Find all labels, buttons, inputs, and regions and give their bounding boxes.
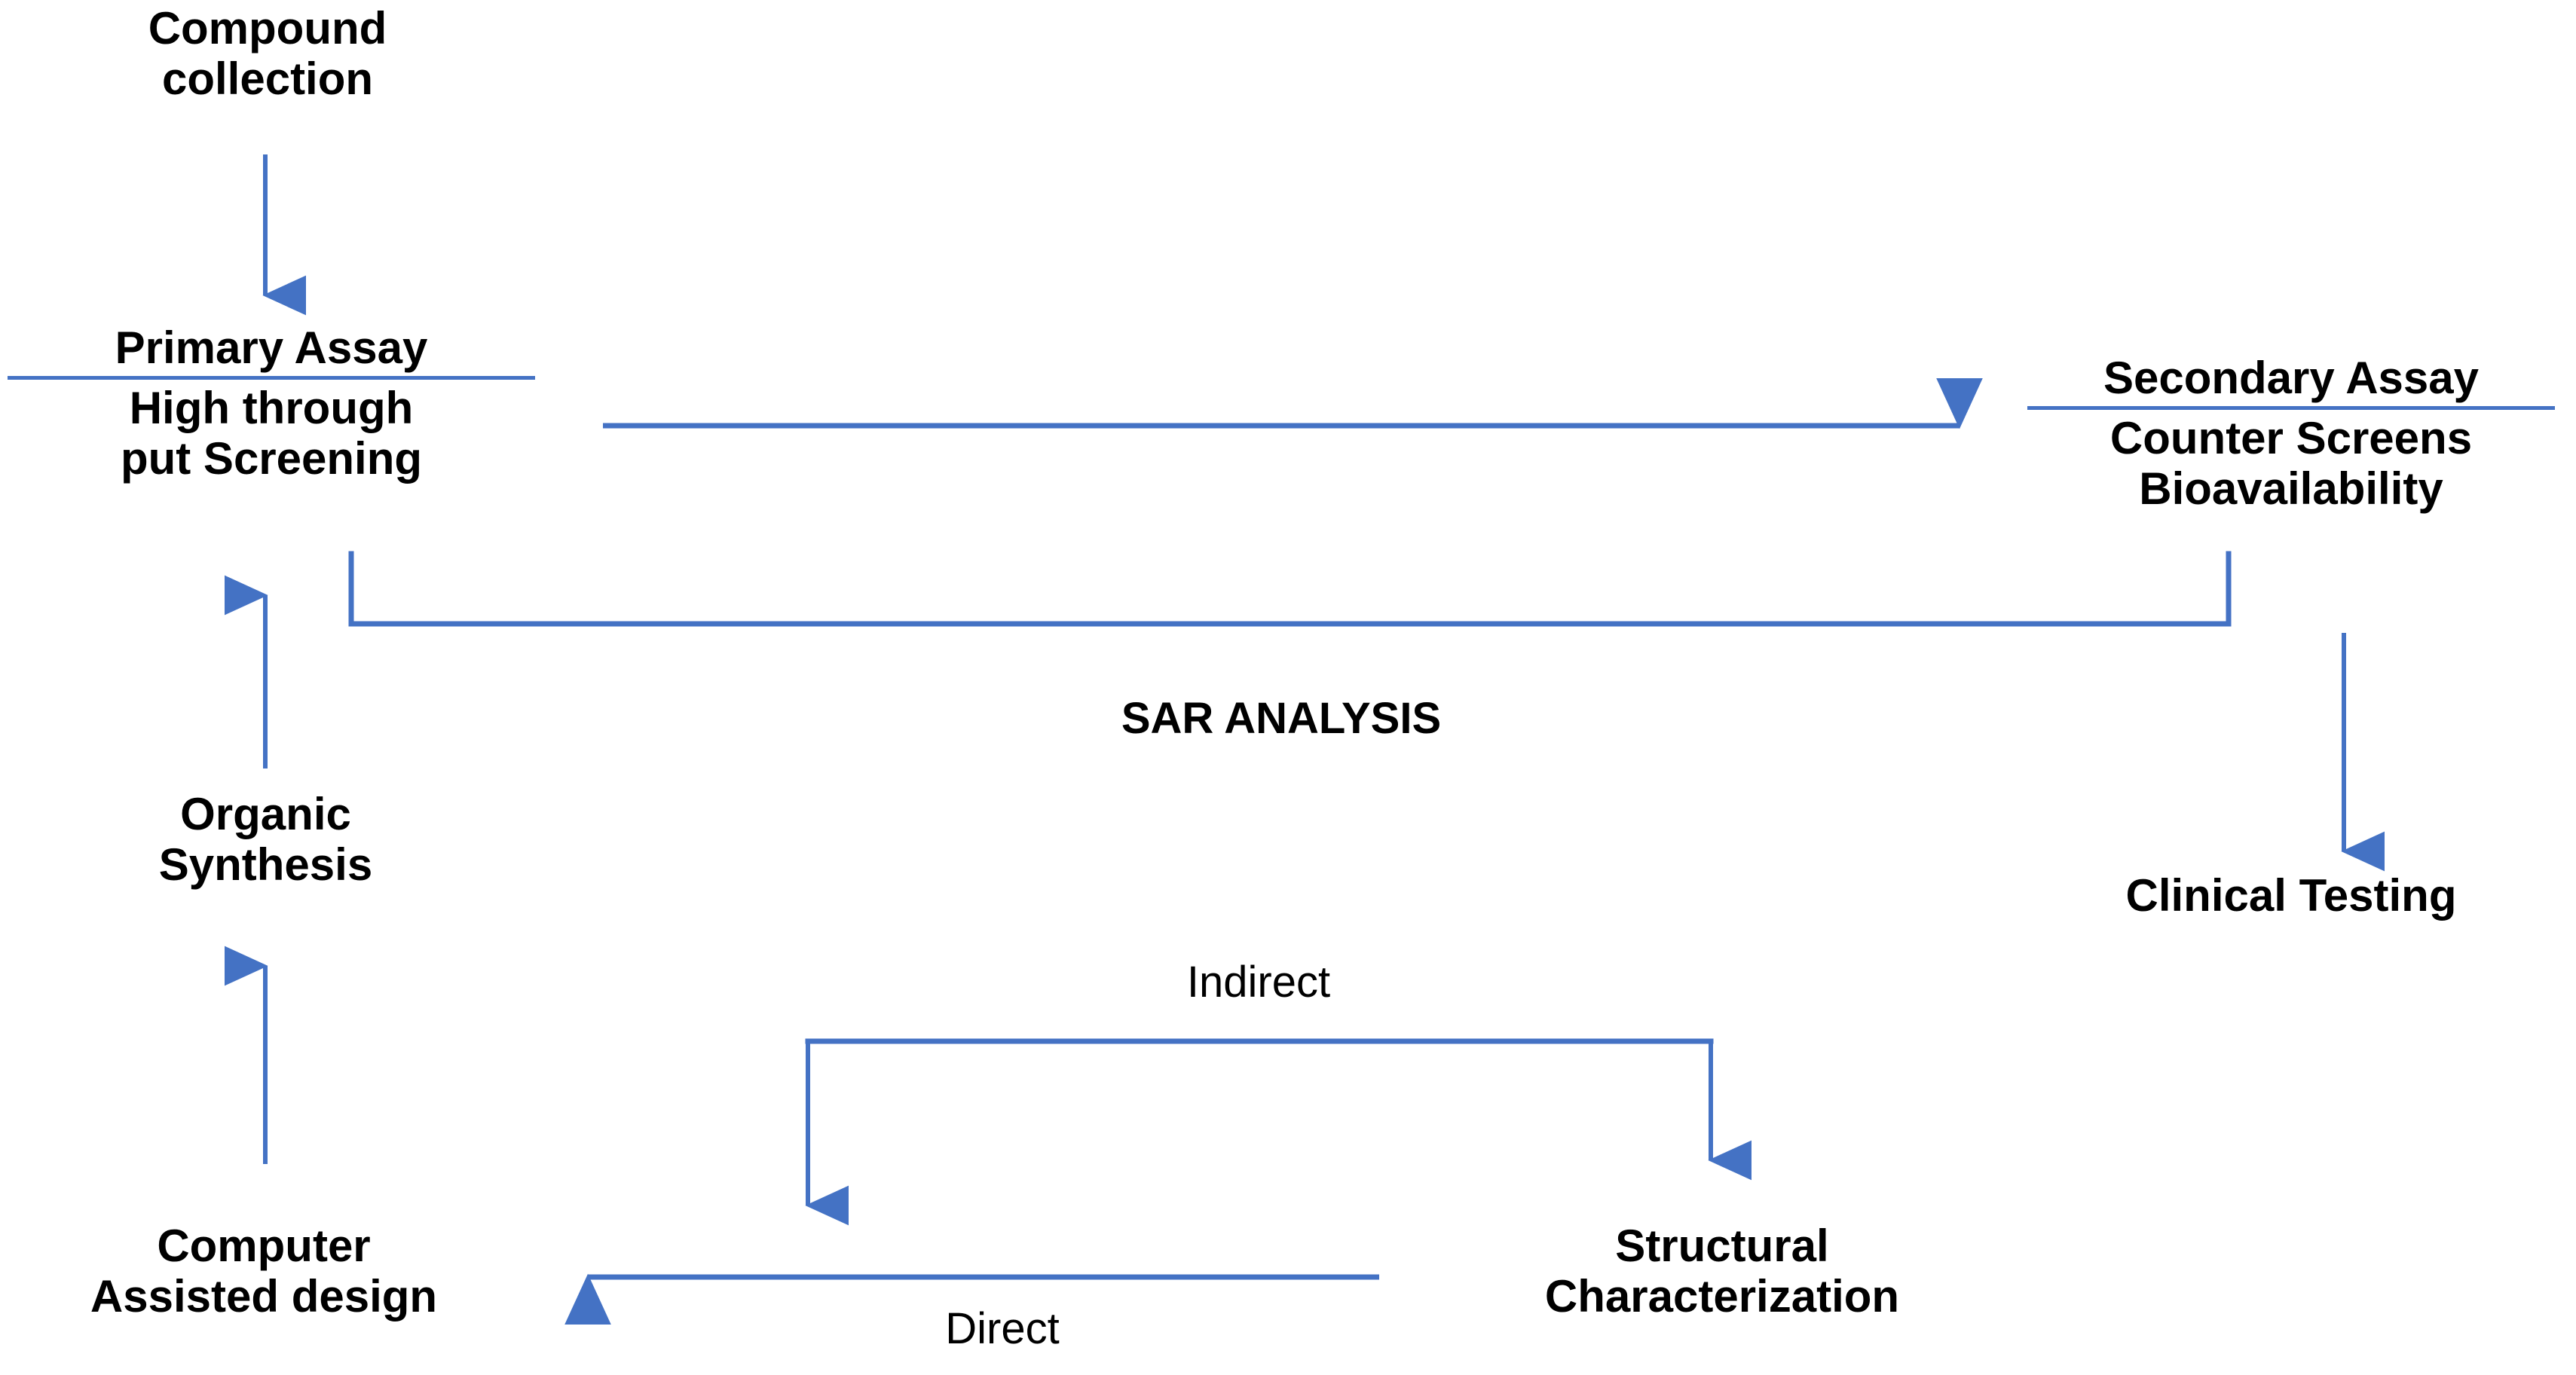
node-primary-assay-line-1: High through	[129, 383, 414, 434]
node-compound-collection-line-1: collection	[161, 53, 374, 105]
node-computer-assisted-design-line-1: Assisted design	[90, 1271, 438, 1322]
node-computer-assisted-design-line-0: Computer	[157, 1221, 371, 1271]
node-secondary-assay-line-2: Bioavailability	[2139, 463, 2443, 515]
node-primary-assay-line-2: put Screening	[120, 433, 423, 484]
node-structural-characterization[interactable]: Structural Characterization	[1421, 1221, 2024, 1322]
node-structural-characterization-line-1: Characterization	[1544, 1271, 1900, 1322]
node-compound-collection[interactable]: Compound collection	[53, 3, 482, 104]
node-computer-assisted-design[interactable]: Computer Assisted design	[4, 1221, 524, 1322]
node-organic-synthesis[interactable]: Organic Synthesis	[45, 789, 486, 890]
node-secondary-assay-line-1: Counter Screens	[2109, 413, 2473, 464]
label-indirect: Indirect	[1186, 958, 1331, 1007]
node-secondary-assay[interactable]: Secondary Assay Counter Screens Bioavail…	[2027, 353, 2555, 515]
node-structural-characterization-line-0: Structural	[1615, 1221, 1829, 1271]
node-clinical-testing-line-0: Clinical Testing	[2125, 870, 2457, 921]
connector-sar-feedback-loop	[348, 551, 2232, 627]
node-clinical-testing[interactable]: Clinical Testing	[2050, 870, 2532, 921]
node-primary-assay-line-0: Primary Assay	[8, 322, 535, 380]
node-organic-synthesis-line-0: Organic	[180, 789, 351, 839]
node-primary-assay[interactable]: Primary Assay High through put Screening	[8, 322, 535, 484]
label-direct: Direct	[945, 1304, 1060, 1353]
node-organic-synthesis-line-1: Synthesis	[158, 839, 373, 891]
node-secondary-assay-line-0: Secondary Assay	[2027, 353, 2555, 411]
label-sar-analysis: SAR ANALYSIS	[1121, 694, 1442, 743]
node-compound-collection-line-0: Compound	[148, 3, 387, 53]
